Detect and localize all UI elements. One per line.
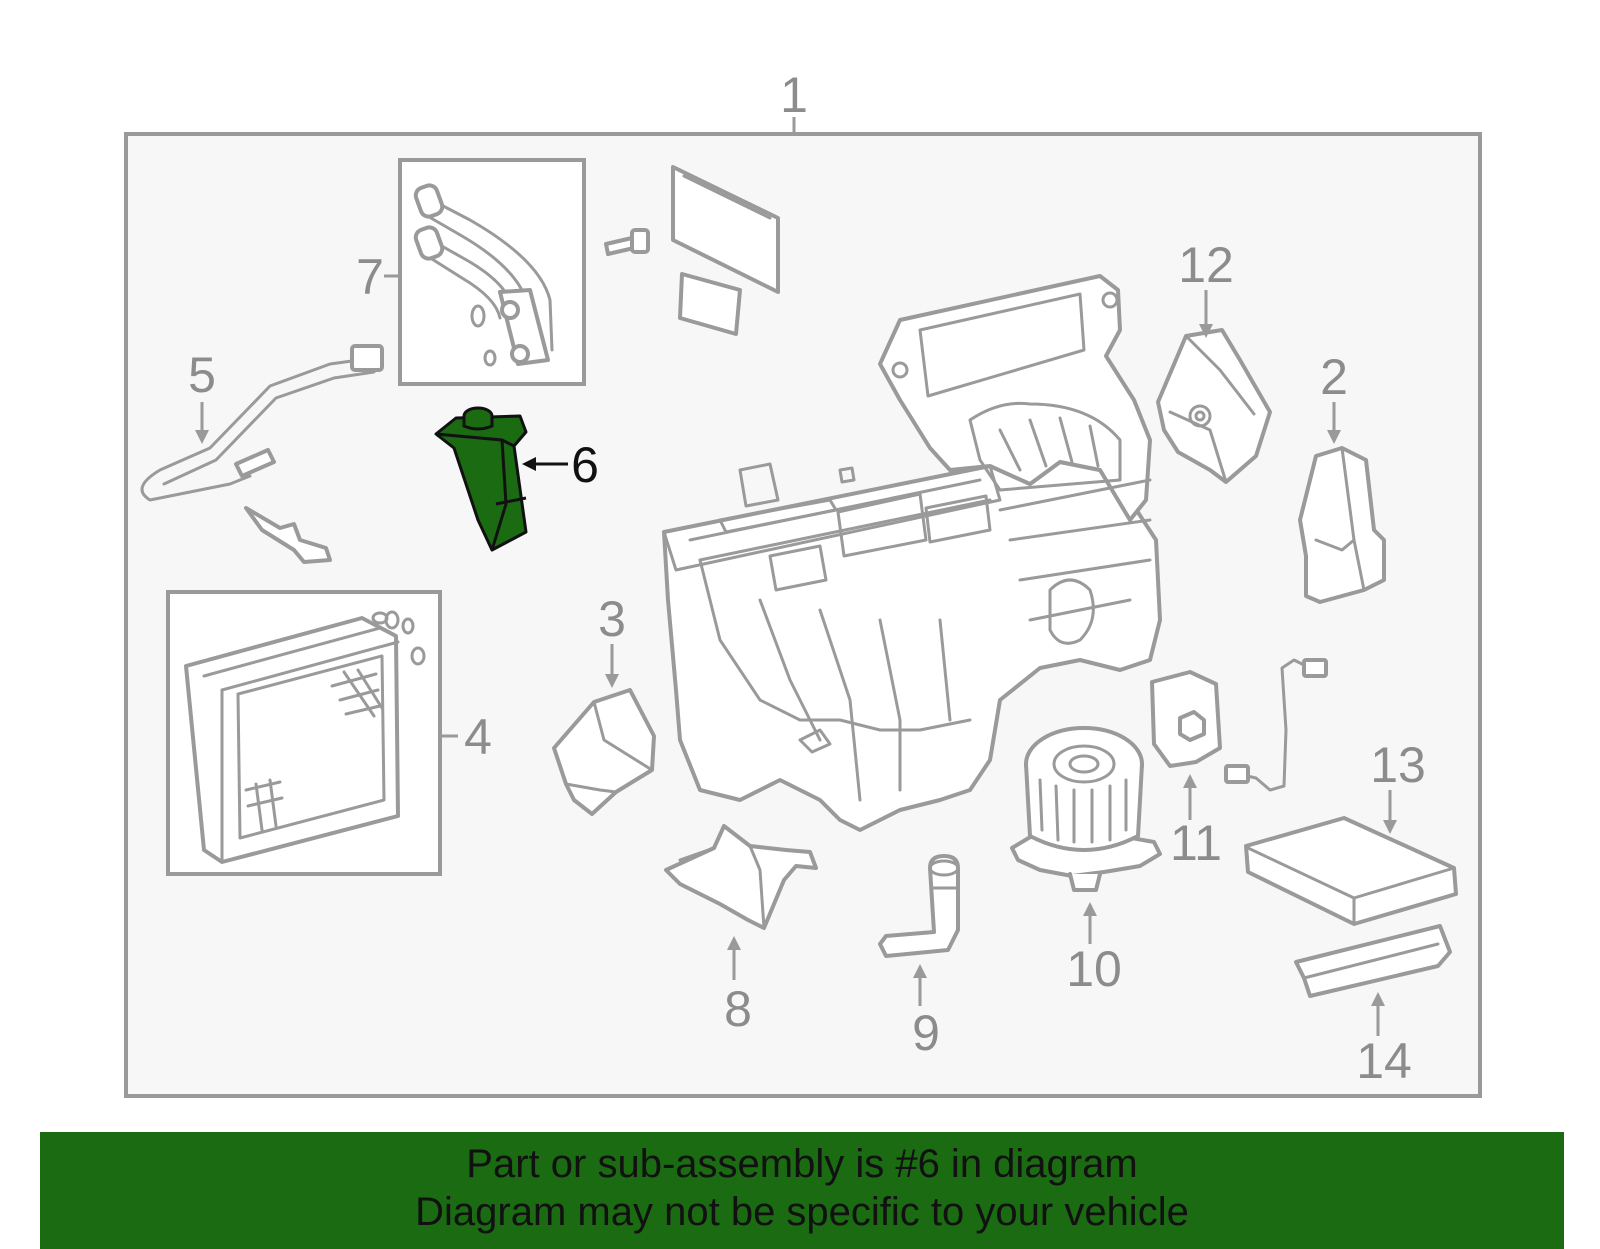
part-8-duct[interactable] xyxy=(664,824,818,930)
callout-9[interactable]: 9 xyxy=(912,1005,940,1061)
part-6-highlighted[interactable] xyxy=(434,406,528,552)
info-banner: Part or sub-assembly is #6 in diagram Di… xyxy=(40,1132,1564,1249)
callout-12[interactable]: 12 xyxy=(1178,237,1234,293)
part-5-sensor[interactable] xyxy=(140,344,384,564)
callout-13[interactable]: 13 xyxy=(1370,737,1426,793)
callout-11[interactable]: 11 xyxy=(1170,815,1222,871)
part-12-actuator[interactable] xyxy=(1156,328,1272,484)
part-10-blower-motor[interactable] xyxy=(1010,726,1162,892)
callout-6[interactable]: 6 xyxy=(571,437,599,493)
callout-10[interactable]: 10 xyxy=(1066,941,1122,997)
part-9-drain-hose[interactable] xyxy=(878,854,960,958)
part-1-hvac-case[interactable] xyxy=(662,274,1162,832)
bolt[interactable] xyxy=(604,228,650,256)
callout-7[interactable]: 7 xyxy=(356,249,384,305)
part-3-duct[interactable] xyxy=(552,688,656,816)
callout-1[interactable]: 1 xyxy=(780,67,808,123)
part-11-resistor[interactable] xyxy=(1150,670,1222,768)
part-13-filter[interactable] xyxy=(1244,816,1458,926)
wire-harness[interactable] xyxy=(1224,658,1328,792)
callout-5[interactable]: 5 xyxy=(188,347,216,403)
banner-line-1: Part or sub-assembly is #6 in diagram xyxy=(466,1142,1138,1186)
part-14-cover[interactable] xyxy=(1294,924,1452,998)
callout-2[interactable]: 2 xyxy=(1320,349,1348,405)
filter-small-top[interactable] xyxy=(671,165,780,336)
part-7-pipes[interactable] xyxy=(398,158,586,386)
part-2-bracket[interactable] xyxy=(1298,446,1386,604)
callout-8[interactable]: 8 xyxy=(724,981,752,1037)
callout-14[interactable]: 14 xyxy=(1356,1033,1412,1089)
part-4-evaporator[interactable] xyxy=(166,590,442,876)
callout-4[interactable]: 4 xyxy=(464,709,492,765)
callout-3[interactable]: 3 xyxy=(598,591,626,647)
banner-line-2: Diagram may not be specific to your vehi… xyxy=(415,1190,1189,1234)
